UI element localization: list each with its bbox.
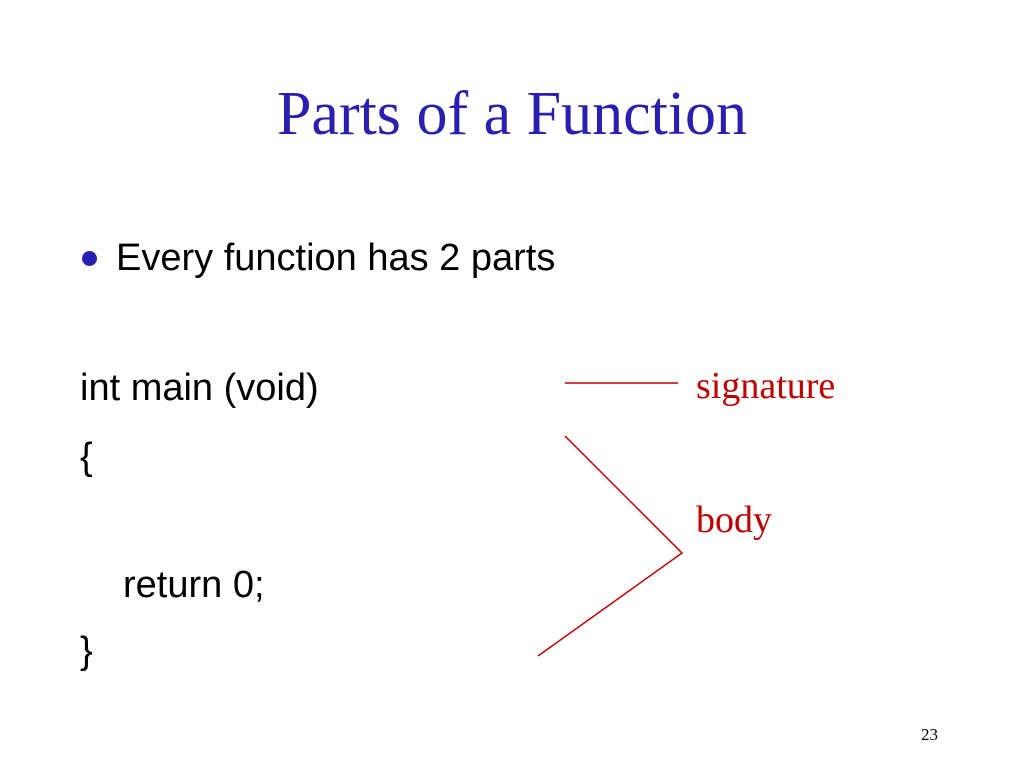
signature-label: signature <box>696 365 836 407</box>
bullet-text: Every function has 2 parts <box>116 237 556 279</box>
bullet-dot-icon <box>82 250 97 266</box>
body-connector-bracket <box>537 435 684 657</box>
bullet-item: Every function has 2 parts <box>82 233 555 283</box>
page-number: 23 <box>921 725 938 744</box>
code-line-open-brace: { <box>80 436 93 478</box>
slide-title: Parts of a Function <box>276 80 748 148</box>
code-line-return: return 0; <box>123 564 265 606</box>
body-label: body <box>696 499 772 541</box>
code-line-close-brace: } <box>80 630 93 672</box>
code-line-signature: int main (void) <box>80 367 319 409</box>
